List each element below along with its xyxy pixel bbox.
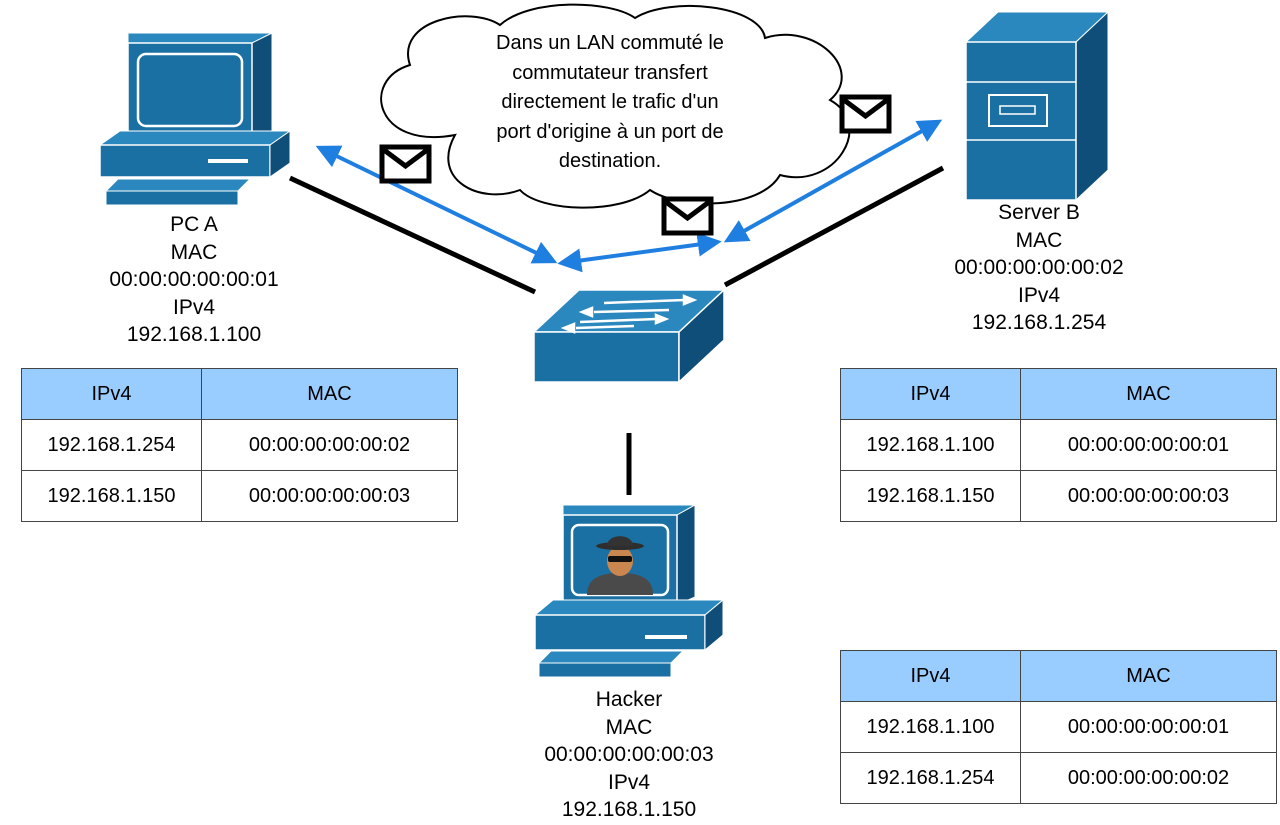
- ip-cell: 192.168.1.100: [840, 701, 1021, 753]
- mac-address: 00:00:00:00:00:03: [544, 743, 714, 766]
- mac-cell: 00:00:00:00:00:02: [201, 419, 458, 471]
- arp-table-hacker: IPv4 MAC 192.168.1.100 00:00:00:00:00:01…: [840, 650, 1277, 804]
- column-header: IPv4: [21, 368, 202, 420]
- ip-cell: 192.168.1.254: [840, 752, 1021, 804]
- arp-table-pc-a: IPv4 MAC 192.168.1.254 00:00:00:00:00:02…: [21, 368, 458, 522]
- cloud-line: port d'origine à un port de: [496, 120, 724, 143]
- device-name: Hacker: [595, 688, 663, 711]
- column-header: MAC: [1020, 368, 1277, 420]
- table-row: 192.168.1.150 00:00:00:00:00:03: [840, 470, 1277, 522]
- mac-label: MAC: [1015, 228, 1063, 252]
- switch-icon: [532, 288, 726, 384]
- traffic-arrow-pc: [315, 145, 558, 264]
- hacker-computer-icon: [533, 504, 725, 678]
- table-row: 192.168.1.254 00:00:00:00:00:02: [21, 419, 458, 471]
- column-header: IPv4: [840, 650, 1021, 702]
- ip-label: IPv4: [607, 770, 651, 794]
- mac-cell: 00:00:00:00:00:01: [1020, 701, 1277, 753]
- ip-cell: 192.168.1.150: [21, 470, 202, 522]
- table-row: 192.168.1.100 00:00:00:00:00:01: [840, 701, 1277, 753]
- table-header-row: IPv4 MAC: [21, 368, 458, 420]
- mac-label: MAC: [605, 715, 653, 739]
- mac-cell: 00:00:00:00:00:02: [1020, 752, 1277, 804]
- mac-cell: 00:00:00:00:00:03: [201, 470, 458, 522]
- ip-address: 192.168.1.100: [126, 323, 262, 346]
- mac-cell: 00:00:00:00:00:01: [1020, 419, 1277, 471]
- traffic-arrow-server: [723, 119, 943, 243]
- cloud-line: directement le trafic d'un: [501, 91, 719, 113]
- envelope-icon: [379, 144, 432, 184]
- ip-address: 192.168.1.254: [971, 311, 1107, 334]
- envelope-icon: [839, 94, 892, 134]
- hacker-avatar-icon: [587, 536, 653, 595]
- ip-cell: 192.168.1.100: [840, 419, 1021, 471]
- ip-address: 192.168.1.150: [561, 798, 697, 821]
- ip-label: IPv4: [172, 295, 216, 319]
- cloud-caption: Dans un LAN commuté le commutateur trans…: [450, 29, 770, 177]
- arp-table-server-b: IPv4 MAC 192.168.1.100 00:00:00:00:00:01…: [840, 368, 1277, 522]
- ip-label: IPv4: [1017, 283, 1061, 307]
- device-name: PC A: [170, 213, 218, 236]
- device-name: Server B: [998, 201, 1080, 224]
- hacker-label: Hacker MAC 00:00:00:00:00:03 IPv4 192.16…: [509, 686, 749, 824]
- traffic-arrow-middle: [557, 232, 722, 273]
- table-header-row: IPv4 MAC: [840, 368, 1277, 420]
- ip-cell: 192.168.1.150: [840, 470, 1021, 522]
- mac-address: 00:00:00:00:00:02: [954, 256, 1124, 279]
- table-header-row: IPv4 MAC: [840, 650, 1277, 702]
- mac-label: MAC: [170, 240, 218, 264]
- ip-cell: 192.168.1.254: [21, 419, 202, 471]
- envelope-icon: [661, 196, 714, 236]
- column-header: MAC: [1020, 650, 1277, 702]
- column-header: IPv4: [840, 368, 1021, 420]
- table-row: 192.168.1.254 00:00:00:00:00:02: [840, 752, 1277, 804]
- mac-cell: 00:00:00:00:00:03: [1020, 470, 1277, 522]
- cloud-line: Dans un LAN commuté le: [496, 32, 724, 54]
- computer-icon: [98, 32, 292, 206]
- server-icon: [964, 10, 1110, 202]
- column-header: MAC: [201, 368, 458, 420]
- cloud-line: commutateur transfert: [512, 61, 708, 84]
- cloud-line: destination.: [558, 150, 662, 172]
- mac-address: 00:00:00:00:00:01: [109, 268, 279, 291]
- pc-a-label: PC A MAC 00:00:00:00:00:01 IPv4 192.168.…: [74, 211, 314, 349]
- table-row: 192.168.1.100 00:00:00:00:00:01: [840, 419, 1277, 471]
- server-b-label: Server B MAC 00:00:00:00:00:02 IPv4 192.…: [919, 199, 1159, 337]
- table-row: 192.168.1.150 00:00:00:00:00:03: [21, 470, 458, 522]
